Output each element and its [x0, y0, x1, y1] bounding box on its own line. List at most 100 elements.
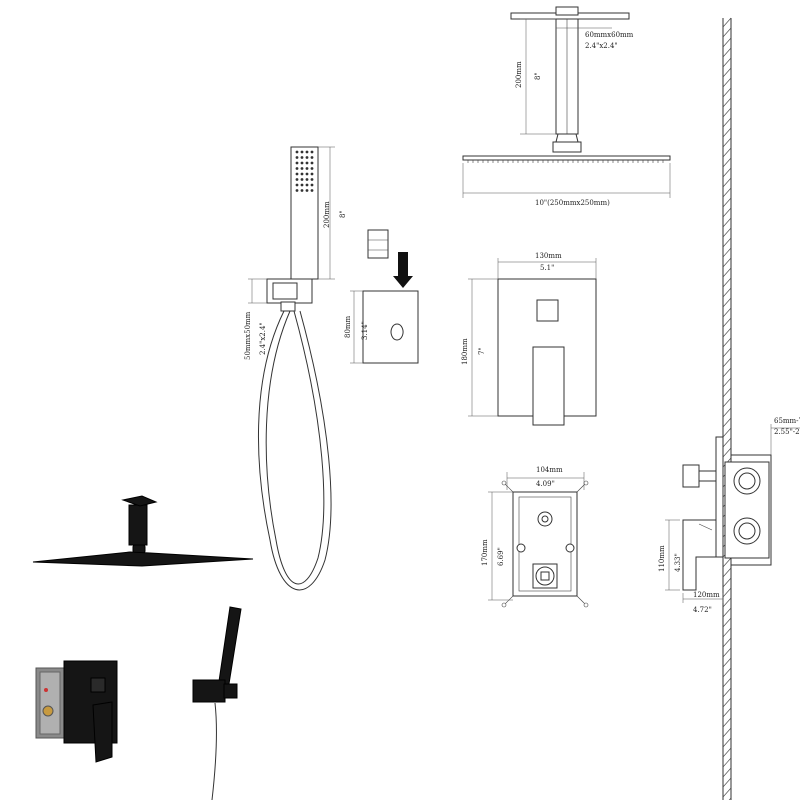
arm-length-imperial: 8" — [534, 72, 542, 80]
mounting-ear-hole — [583, 480, 589, 486]
wall-hatch-line — [722, 207, 732, 218]
wall-hatch-line — [722, 697, 732, 708]
valve-height-metric: 170mm — [481, 539, 489, 566]
wall-hatch-line — [722, 587, 732, 598]
wall-hatch-line — [722, 397, 732, 408]
side-depth-imperial: 2.55"-2 — [774, 428, 800, 436]
wall-hatch-line — [722, 627, 732, 638]
mounting-ear — [504, 483, 514, 493]
shower-hose — [257, 310, 332, 591]
wall-hatch-line — [722, 37, 732, 48]
hand-nozzle-dot — [295, 167, 299, 170]
wall-hatch-line — [722, 307, 732, 318]
wall-hatch-line — [722, 67, 732, 78]
wall-hatch-line — [722, 447, 732, 458]
flange-dim-imperial: 2.4"x2.4" — [585, 42, 618, 50]
side-height-metric: 110mm — [658, 545, 666, 572]
wall-hatch-line — [722, 277, 732, 288]
wall-hatch-line — [722, 767, 732, 778]
wall-hatch-line — [722, 147, 732, 158]
plate-width-imperial: 5.1" — [540, 264, 554, 272]
mounting-ear-hole — [583, 602, 589, 608]
wall-hatch-line — [722, 197, 732, 208]
wall-hatch-line — [722, 427, 732, 438]
holder-drawing: 80mm 3.14" — [344, 229, 419, 364]
plate-height-metric: 180mm — [461, 338, 469, 365]
hand-nozzle-dot — [295, 172, 299, 176]
hand-nozzle-dot — [295, 189, 299, 192]
side-width-metric: 120mm — [693, 591, 720, 599]
wall-hatch-line — [722, 667, 732, 678]
wall-holder — [362, 290, 419, 364]
mounting-ear — [576, 483, 586, 493]
hand-nozzle-dot — [310, 178, 314, 181]
wall-side-view-drawing: 120mm 4.72" 110mm 4.33" 65mm-7 2.55"-2 — [658, 17, 800, 800]
plate-height-imperial: 7" — [478, 347, 486, 355]
hand-nozzle-dot — [295, 161, 299, 165]
wall-hatch-line — [722, 27, 732, 38]
hand-nozzle-dot — [310, 183, 314, 187]
hand-nozzle-dot — [295, 150, 299, 154]
wall-hatch-line — [722, 137, 732, 148]
valve-width-imperial: 4.09" — [536, 480, 555, 488]
holder-height-metric: 80mm — [344, 315, 352, 338]
wall-hatch-line — [722, 117, 732, 128]
hand-nozzle-dot — [300, 178, 304, 181]
wall-hatch-line — [722, 247, 732, 258]
hand-nozzle-dot — [300, 172, 304, 176]
hand-nozzle-dot — [305, 183, 309, 187]
hand-nozzle-dot — [310, 150, 314, 154]
plate-width-metric: 130mm — [535, 252, 562, 260]
flange-dim-metric: 60mmx60mm — [585, 31, 634, 39]
side-width-imperial: 4.72" — [693, 606, 712, 614]
trim-plate-square — [536, 299, 559, 322]
wall-hatch-line — [722, 617, 732, 628]
arm-length-metric: 200mm — [515, 61, 523, 88]
hand-nozzle-dot — [300, 156, 304, 159]
valve-width-metric: 104mm — [536, 466, 563, 474]
hand-nozzle-dot — [295, 156, 299, 159]
black-shower-head — [32, 495, 254, 567]
wall-hatch-line — [722, 267, 732, 278]
wall-hatch-line — [722, 607, 732, 618]
hand-nozzle-dot — [305, 178, 309, 181]
arm-connector — [555, 133, 579, 143]
wall-hatch-line — [722, 647, 732, 658]
hand-shower-drawing: 200mm 8" 50mmx50mm 2.4"x2.4" — [244, 146, 347, 591]
flange-block — [555, 6, 579, 16]
diverter-knob — [682, 464, 700, 488]
hand-shower-handle — [290, 146, 319, 280]
trim-plate-drawing: 130mm 5.1" 180mm 7" — [461, 252, 597, 426]
head-width-dim: 10"(250mmx250mm) — [535, 199, 610, 207]
hand-nozzle-dot — [305, 189, 309, 192]
wall-hatch-line — [722, 57, 732, 68]
mounting-ear — [576, 595, 586, 605]
hand-nozzle-dot — [295, 183, 299, 187]
shower-head-plate — [462, 155, 671, 161]
hand-nozzle-dot — [310, 189, 314, 192]
down-arrow-icon — [393, 252, 413, 288]
wall-hatch-line — [722, 557, 732, 568]
black-valve-trim — [35, 660, 118, 763]
wall-hatch-line — [722, 357, 732, 368]
wall-hatch-line — [722, 687, 732, 698]
side-height-imperial: 4.33" — [674, 553, 682, 572]
hand-nozzle-dot — [310, 161, 314, 165]
wall-hatch-line — [722, 637, 732, 648]
handle-length-metric: 200mm — [323, 201, 331, 228]
wall-hatch-line — [722, 167, 732, 178]
wall-hatch-line — [722, 237, 732, 248]
hand-nozzle-dot — [305, 161, 309, 165]
wall-hatch-line — [722, 127, 732, 138]
wall-hatch-line — [722, 387, 732, 398]
wall-hatch-line — [722, 437, 732, 448]
hand-nozzle-dot — [300, 167, 304, 170]
trim-side — [715, 436, 724, 558]
wall-hatch-line — [722, 727, 732, 738]
hand-nozzle-dot — [305, 150, 309, 154]
hand-nozzle-dot — [305, 167, 309, 170]
wall-hatch-line — [722, 377, 732, 388]
wall-hatch-line — [722, 87, 732, 98]
wall-hatch-line — [722, 47, 732, 58]
hand-nozzle-dot — [295, 178, 299, 181]
